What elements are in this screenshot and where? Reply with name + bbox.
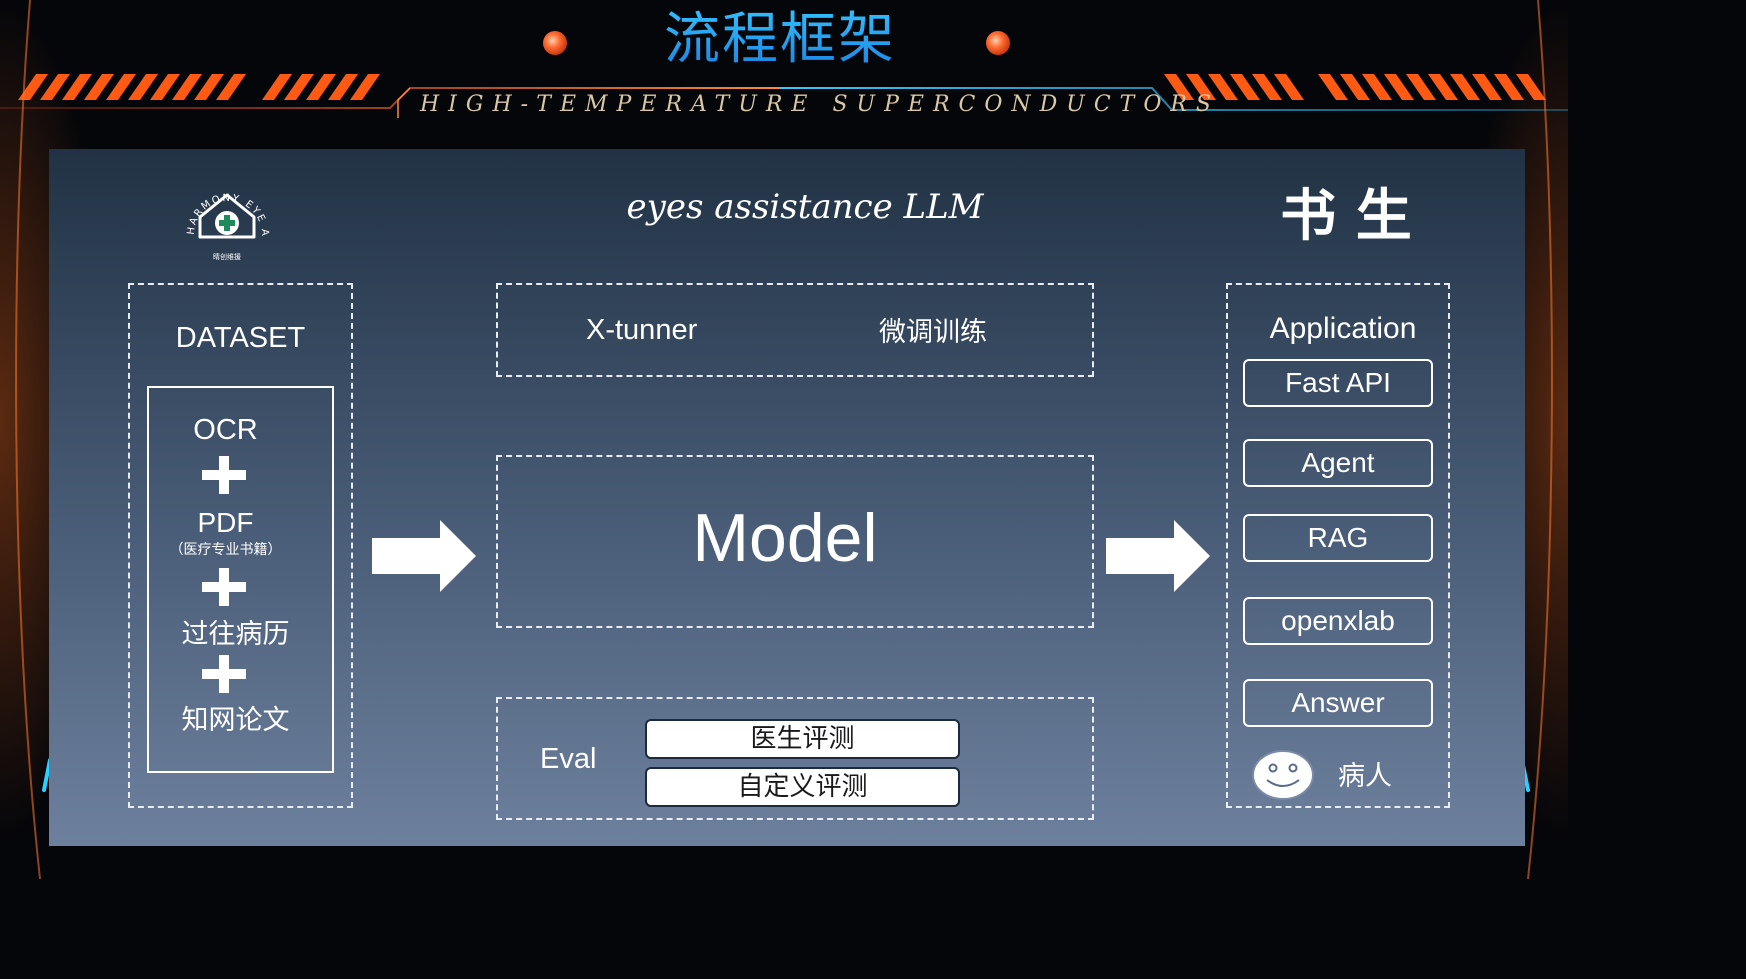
title-dot-left xyxy=(543,31,567,55)
dataset-item-ocr: OCR xyxy=(193,414,258,446)
smiley-face-icon xyxy=(1252,750,1314,800)
arrow-right-icon xyxy=(1106,520,1210,592)
dataset-heading: DATASET xyxy=(175,322,306,354)
plus-icon xyxy=(202,568,246,606)
right-stripe-decoration xyxy=(1164,74,1546,100)
dataset-item-pdf-note: （医疗专业书籍） xyxy=(169,542,282,558)
patient-label: 病人 xyxy=(1338,761,1392,792)
header-decoration xyxy=(0,0,1568,879)
model-group xyxy=(496,455,1094,628)
app-item-answer: Answer xyxy=(1243,679,1433,727)
app-item-rag: RAG xyxy=(1243,514,1433,562)
project-title: eyes assistance LLM xyxy=(626,187,984,227)
app-item-fastapi: Fast API xyxy=(1243,359,1433,407)
eval-group xyxy=(496,697,1094,820)
eval-item-custom: 自定义评测 xyxy=(645,767,960,807)
dataset-sources-box xyxy=(147,386,334,773)
dataset-item-papers: 知网论文 xyxy=(181,705,290,736)
arrow-right-icon xyxy=(372,520,476,592)
finetune-tool: X-tunner xyxy=(586,314,698,346)
model-label: Model xyxy=(692,500,878,576)
page-subtitle: HIGH-TEMPERATURE SUPERCONDUCTORS xyxy=(420,92,1221,117)
dataset-group xyxy=(128,283,353,808)
plus-icon xyxy=(202,456,246,494)
svg-text:睛创维援: 睛创维援 xyxy=(213,252,241,261)
eval-label: Eval xyxy=(540,743,597,775)
application-group xyxy=(1226,283,1450,808)
dataset-item-records: 过往病历 xyxy=(181,619,290,650)
brand-characters: 书 生 xyxy=(1280,184,1412,249)
page-title: 流程框架 xyxy=(600,4,960,76)
application-heading: Application xyxy=(1269,312,1417,345)
title-dot-right xyxy=(986,31,1010,55)
harmony-eye-aid-logo: HARMONY EYE AID 睛创维援 xyxy=(180,175,268,261)
plus-icon xyxy=(202,655,246,693)
finetune-label: 微调训练 xyxy=(879,317,987,348)
app-item-openxlab: openxlab xyxy=(1243,597,1433,645)
left-stripe-decoration xyxy=(18,74,380,100)
eval-item-doctor: 医生评测 xyxy=(645,719,960,759)
app-item-agent: Agent xyxy=(1243,439,1433,487)
finetune-group xyxy=(496,283,1094,377)
dataset-item-pdf: PDF xyxy=(197,507,254,538)
